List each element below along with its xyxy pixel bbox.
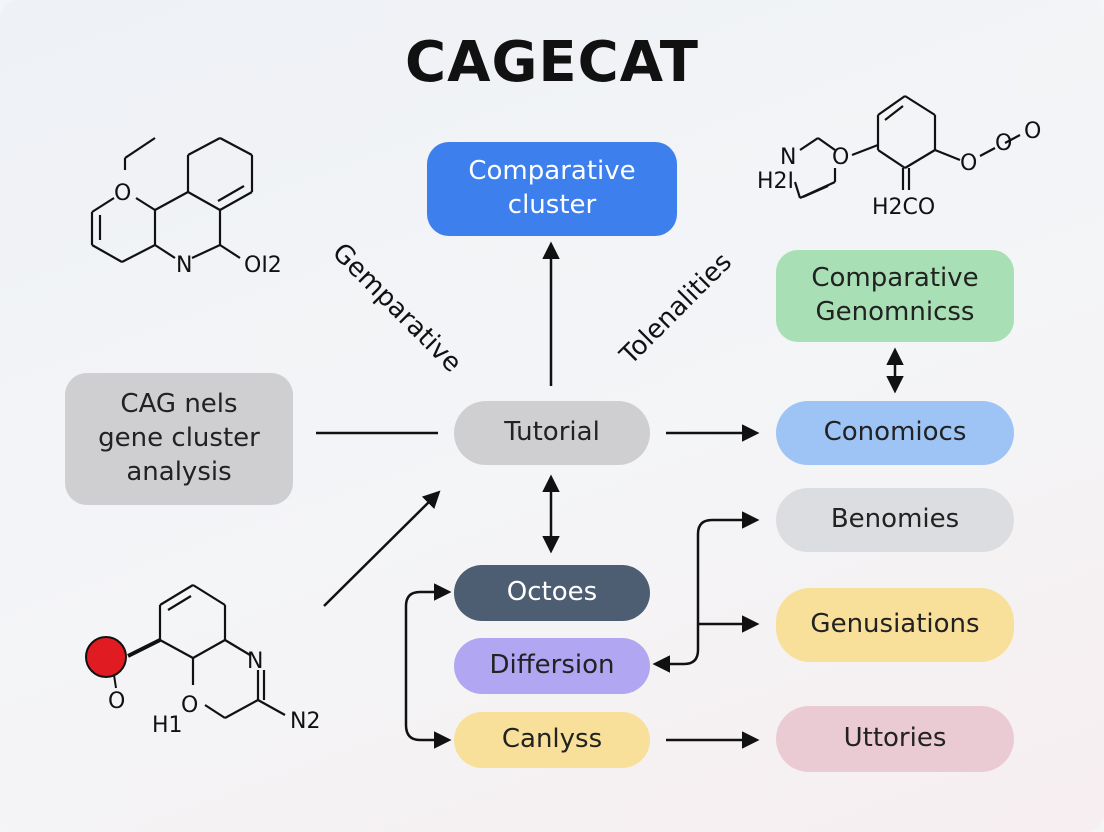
atom-label: H2CO [872, 195, 935, 220]
atom-label: N [176, 253, 192, 278]
edge-benomies-differsion [652, 511, 760, 673]
atom-label: O [832, 145, 849, 170]
diagram-title: CAGECAT [405, 30, 699, 95]
node-octoes[interactable]: Octoes [454, 565, 650, 621]
node-comparative-genomics[interactable]: Comparative Genomnicss [776, 250, 1014, 342]
atom-label: O [1024, 119, 1041, 144]
atom-label: H1 [152, 713, 183, 738]
atom-label: O [108, 689, 125, 714]
node-cagnels-gene-cluster-analysis[interactable]: CAG nels gene cluster analysis [65, 373, 293, 505]
node-genusiations[interactable]: Genusiations [776, 588, 1014, 662]
atom-label: OI2 [244, 253, 282, 278]
node-conomiocs[interactable]: Conomiocs [776, 401, 1014, 465]
atom-label: O [960, 151, 977, 176]
atom-label: N [780, 145, 796, 170]
atom-label: N [247, 649, 263, 674]
node-canlyss[interactable]: Canlyss [454, 712, 650, 768]
red-atom-icon [85, 636, 127, 678]
node-benomies[interactable]: Benomies [776, 488, 1014, 552]
edge-octoes-canlyss [404, 583, 452, 749]
atom-label: O [995, 131, 1012, 156]
atom-label: H2I [757, 169, 794, 194]
node-uttories[interactable]: Uttories [776, 706, 1014, 772]
atom-label: N2 [290, 709, 320, 734]
edge-molecule-tutorial [323, 490, 441, 607]
node-comparative-cluster[interactable]: Comparative cluster [427, 142, 677, 236]
node-differsion[interactable]: Differsion [454, 638, 650, 694]
node-tutorial[interactable]: Tutorial [454, 401, 650, 465]
atom-label: O [181, 693, 198, 718]
atom-label: O [114, 181, 131, 206]
